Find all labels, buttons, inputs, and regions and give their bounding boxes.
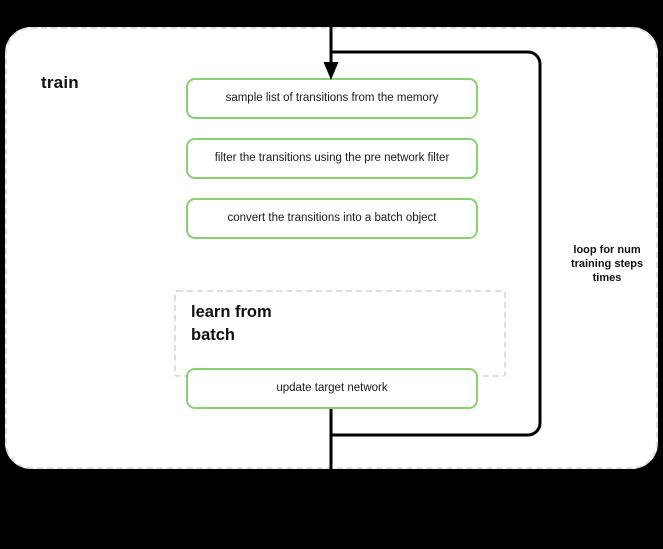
step-box-filter[interactable]: filter the transitions using the pre net… xyxy=(186,138,478,179)
step-box-sample[interactable]: sample list of transitions from the memo… xyxy=(186,78,478,119)
step-label: convert the transitions into a batch obj… xyxy=(227,211,437,224)
loop-label-line-1: loop for num xyxy=(573,244,641,256)
step-label: update target network xyxy=(276,381,388,394)
step-box-update-target-network[interactable]: update target network xyxy=(186,368,478,409)
step-label: filter the transitions using the pre net… xyxy=(214,151,450,164)
learn-from-batch-group: learn from batch xyxy=(174,290,506,377)
step-box-convert[interactable]: convert the transitions into a batch obj… xyxy=(186,198,478,239)
train-title: train xyxy=(41,73,79,92)
loop-label-line-2: training steps xyxy=(570,257,644,270)
step-label: sample list of transitions from the memo… xyxy=(225,91,439,104)
learn-title-line-2: batch xyxy=(191,326,236,345)
loop-label-line-3: times xyxy=(592,271,622,284)
learn-from-batch-title: learn from batch xyxy=(191,301,331,347)
learn-title-line-1: learn from xyxy=(191,303,272,321)
